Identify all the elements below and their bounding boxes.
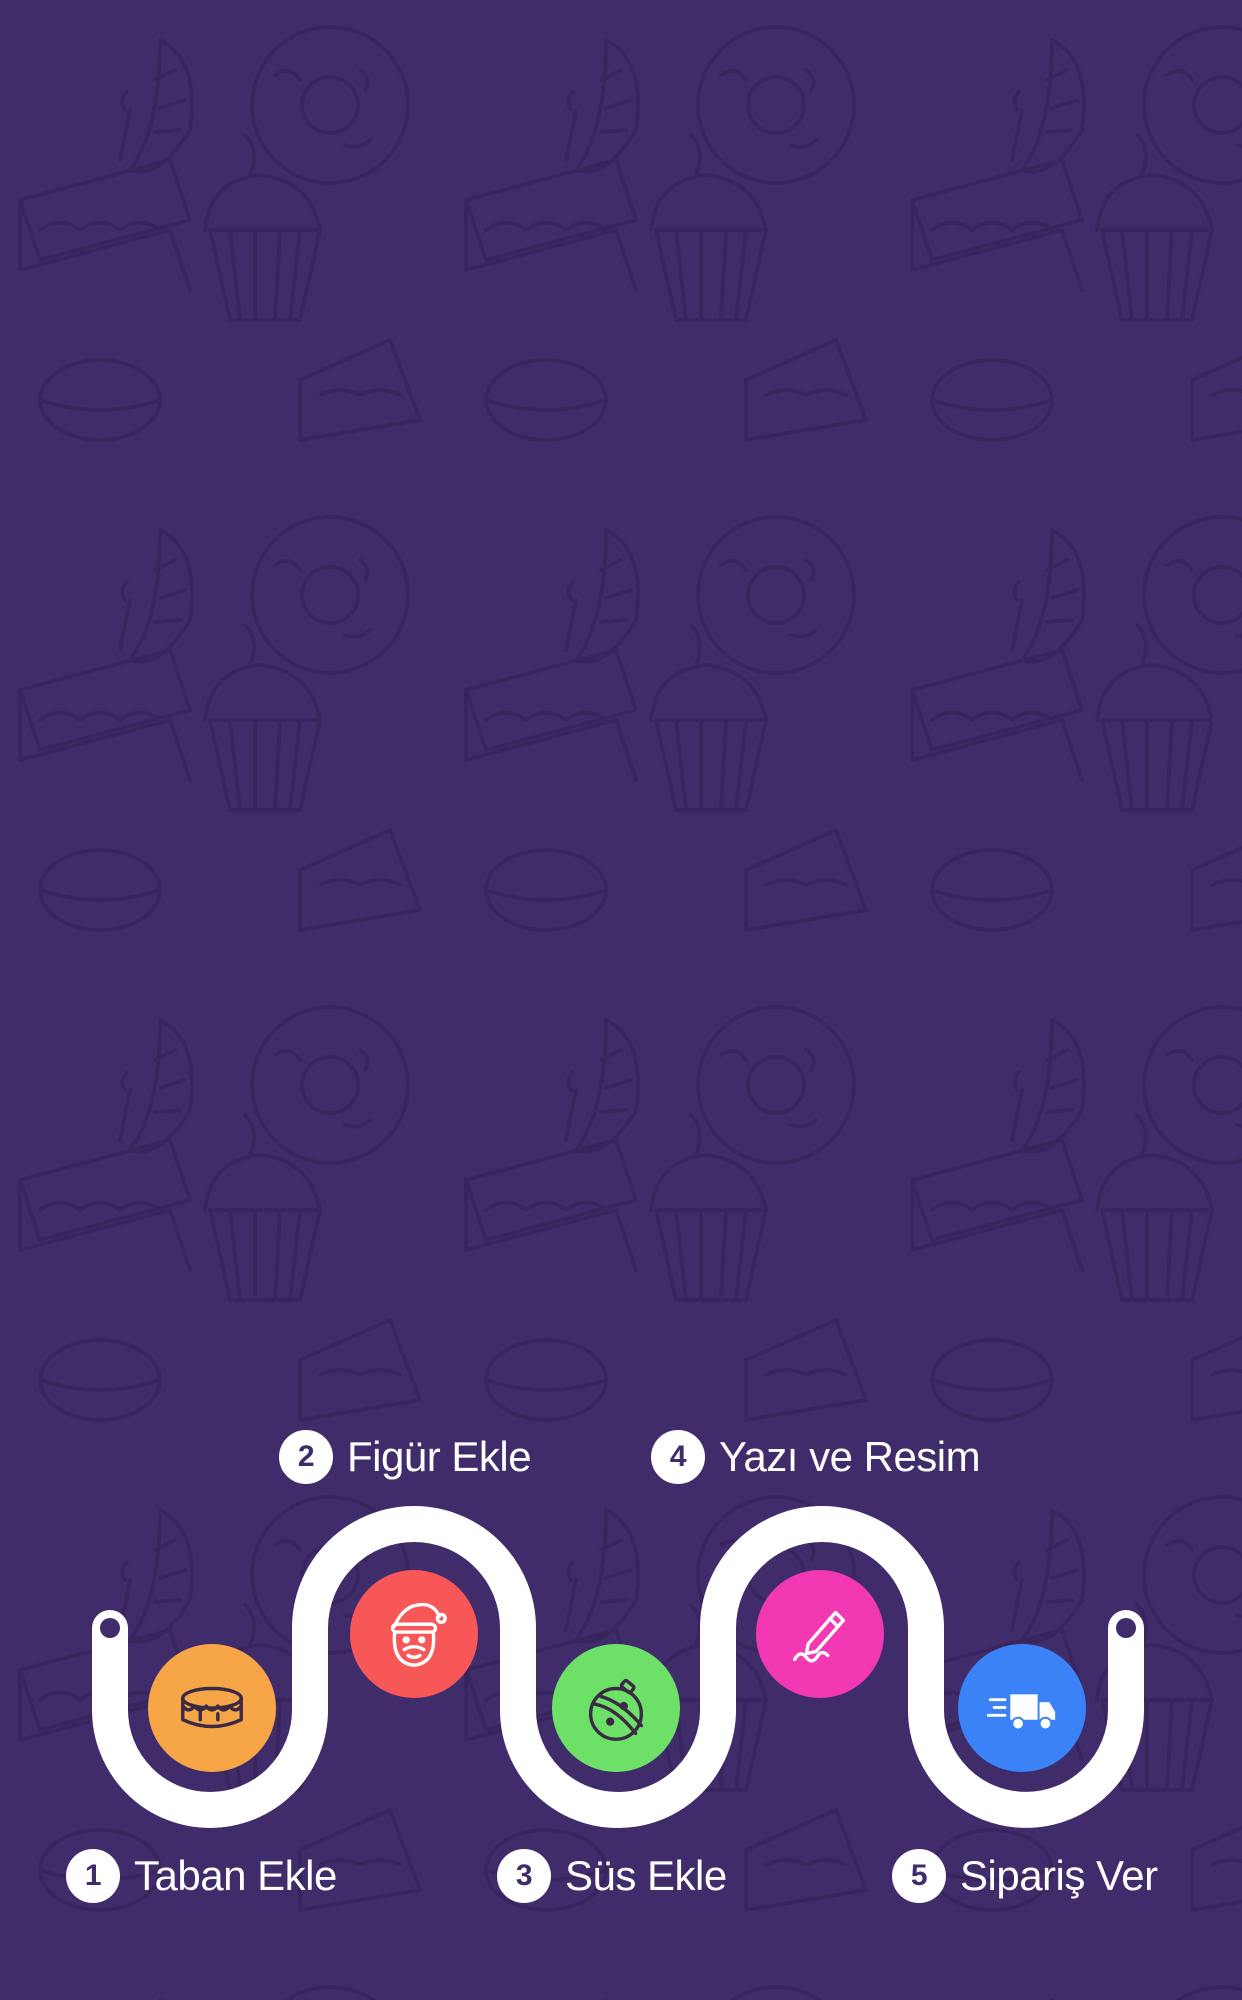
step-1-label[interactable]: 1 Taban Ekle [66,1849,337,1903]
wavy-road [92,1506,1144,1828]
step-4-circle[interactable] [756,1570,884,1698]
cake-base-icon [181,1686,243,1729]
step-1-circle[interactable] [148,1644,276,1772]
step-2-number: 2 [279,1430,333,1484]
step-5-text: Sipariş Ver [960,1852,1158,1899]
path-start-dot [100,1618,120,1638]
ornament-icon [588,1678,644,1741]
step-5-number: 5 [892,1849,946,1903]
step-4-text: Yazı ve Resim [719,1433,981,1480]
santa-figure-icon [390,1602,447,1667]
pencil-icon [792,1610,846,1663]
step-2-text: Figür Ekle [347,1433,532,1480]
step-2-circle[interactable] [350,1570,478,1698]
path-end-dot [1116,1618,1136,1638]
step-3-text: Süs Ekle [565,1852,727,1899]
delivery-truck-icon [986,1694,1056,1731]
step-3-circle[interactable] [552,1644,680,1772]
step-1-number: 1 [66,1849,120,1903]
step-5-circle[interactable] [958,1644,1086,1772]
step-4-number: 4 [651,1430,705,1484]
step-3-number: 3 [497,1849,551,1903]
step-4-label[interactable]: 4 Yazı ve Resim [651,1430,981,1484]
step-3-label[interactable]: 3 Süs Ekle [497,1849,727,1903]
step-2-label[interactable]: 2 Figür Ekle [279,1430,532,1484]
step-1-text: Taban Ekle [134,1852,337,1899]
step-5-label[interactable]: 5 Sipariş Ver [892,1849,1158,1903]
